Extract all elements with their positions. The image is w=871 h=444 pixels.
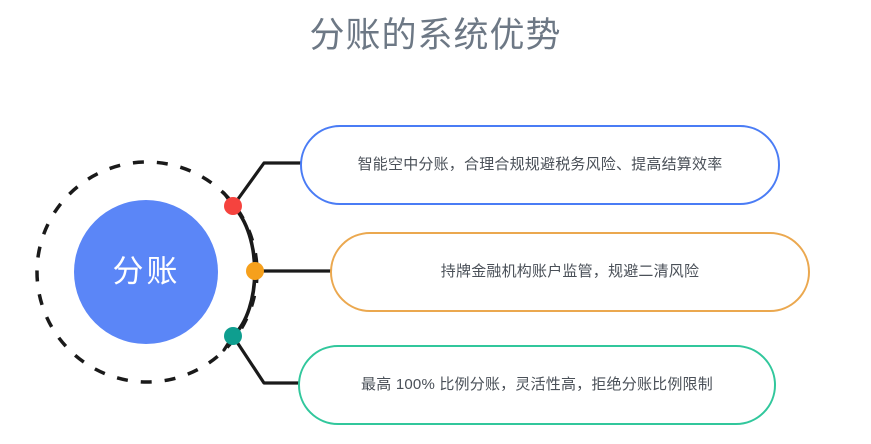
node-dot-teal[interactable] — [224, 327, 242, 345]
page-title: 分账的系统优势 — [309, 16, 562, 55]
node-dot-red[interactable] — [224, 197, 242, 215]
benefit-pill-3-text: 最高 100% 比例分账，灵活性高，拒绝分账比例限制 — [361, 376, 713, 393]
hub-circle[interactable] — [74, 200, 218, 344]
node-dot-orange[interactable] — [246, 262, 264, 280]
benefit-pill-1[interactable]: 智能空中分账，合理合规规避税务风险、提高结算效率 — [300, 125, 780, 205]
connector-line-3 — [231, 334, 305, 385]
benefit-pill-3[interactable]: 最高 100% 比例分账，灵活性高，拒绝分账比例限制 — [298, 345, 776, 425]
benefit-pill-2[interactable]: 持牌金融机构账户监管，规避二清风险 — [330, 232, 810, 312]
benefit-pill-2-text: 持牌金融机构账户监管，规避二清风险 — [440, 263, 700, 280]
benefit-pill-1-text: 智能空中分账，合理合规规避税务风险、提高结算效率 — [357, 156, 723, 173]
hub-label: 分账 — [112, 254, 181, 289]
connector-line-1 — [231, 161, 305, 208]
